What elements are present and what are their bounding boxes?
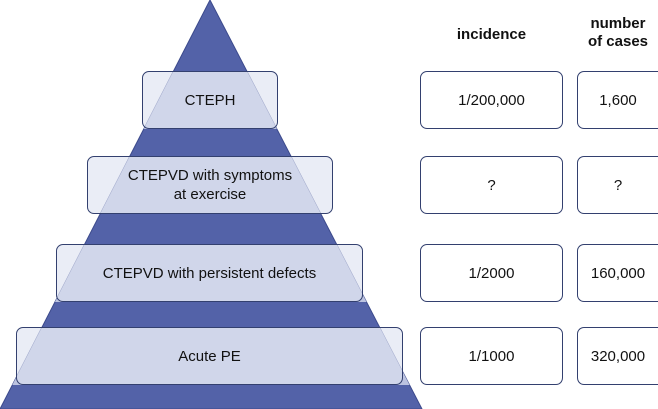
level-label-line1: Acute PE: [178, 347, 241, 365]
number-of-cases-column-header: number of cases: [578, 15, 658, 51]
incidence-cell-acute-pe: 1/1000: [420, 327, 563, 385]
level-ctepvd-exercise-label: CTEPVD with symptoms at exercise: [87, 156, 333, 214]
cases-header-line1: number: [590, 15, 646, 32]
level-cteph-label: CTEPH: [142, 71, 278, 129]
level-acute-pe-label: Acute PE: [16, 327, 403, 385]
level-label-line1: CTEPH: [184, 91, 236, 109]
incidence-cell-cteph: 1/200,000: [420, 71, 563, 129]
level-label-line1: CTEPVD with symptoms: [127, 167, 293, 184]
level-ctepvd-persistent-label: CTEPVD with persistent defects: [56, 244, 363, 302]
incidence-cell-ctepvd-exercise: ?: [420, 156, 563, 214]
level-label-line2: at exercise: [173, 186, 247, 203]
cases-cell-acute-pe: 320,000: [577, 327, 658, 385]
incidence-column-header: incidence: [456, 26, 527, 43]
cases-cell-ctepvd-exercise: ?: [577, 156, 658, 214]
cases-header-line2: of cases: [587, 33, 649, 50]
cases-cell-ctepvd-persistent: 160,000: [577, 244, 658, 302]
incidence-cell-ctepvd-persistent: 1/2000: [420, 244, 563, 302]
cases-cell-cteph: 1,600: [577, 71, 658, 129]
level-label-line1: CTEPVD with persistent defects: [102, 264, 317, 282]
